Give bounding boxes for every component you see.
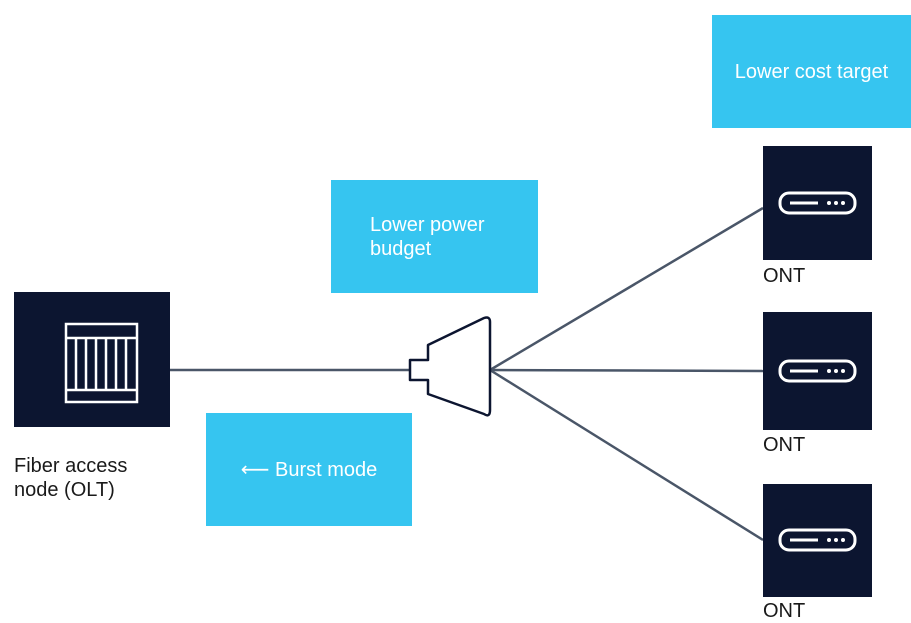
lower-cost-text: Lower cost target: [734, 60, 889, 83]
optical-splitter-icon: [408, 316, 492, 417]
ont-node-3: [763, 484, 872, 597]
ont-device-icon: [778, 359, 857, 383]
drop-fiber-line-2: [489, 368, 764, 373]
lower-power-callout: Lower power budget: [331, 180, 538, 293]
burst-mode-text: ⟵ Burst mode: [240, 458, 378, 481]
olt-node: [14, 292, 170, 427]
lower-power-text: Lower power budget: [370, 213, 485, 260]
rack-chassis-icon: [64, 322, 139, 404]
burst-mode-callout: ⟵ Burst mode: [206, 413, 412, 526]
ont-node-2: [763, 312, 872, 430]
ont-label-3: ONT: [763, 600, 806, 622]
ont-label-1: ONT: [763, 265, 806, 287]
drop-fiber-line-1: [489, 206, 764, 372]
drop-fiber-line-3: [489, 368, 764, 542]
ont-device-icon: [778, 528, 857, 552]
ont-label-2: ONT: [763, 434, 806, 456]
ont-device-icon: [778, 191, 857, 215]
olt-label: Fiber access node (OLT): [14, 455, 128, 501]
ont-node-1: [763, 146, 872, 260]
lower-cost-callout: Lower cost target: [712, 15, 911, 128]
